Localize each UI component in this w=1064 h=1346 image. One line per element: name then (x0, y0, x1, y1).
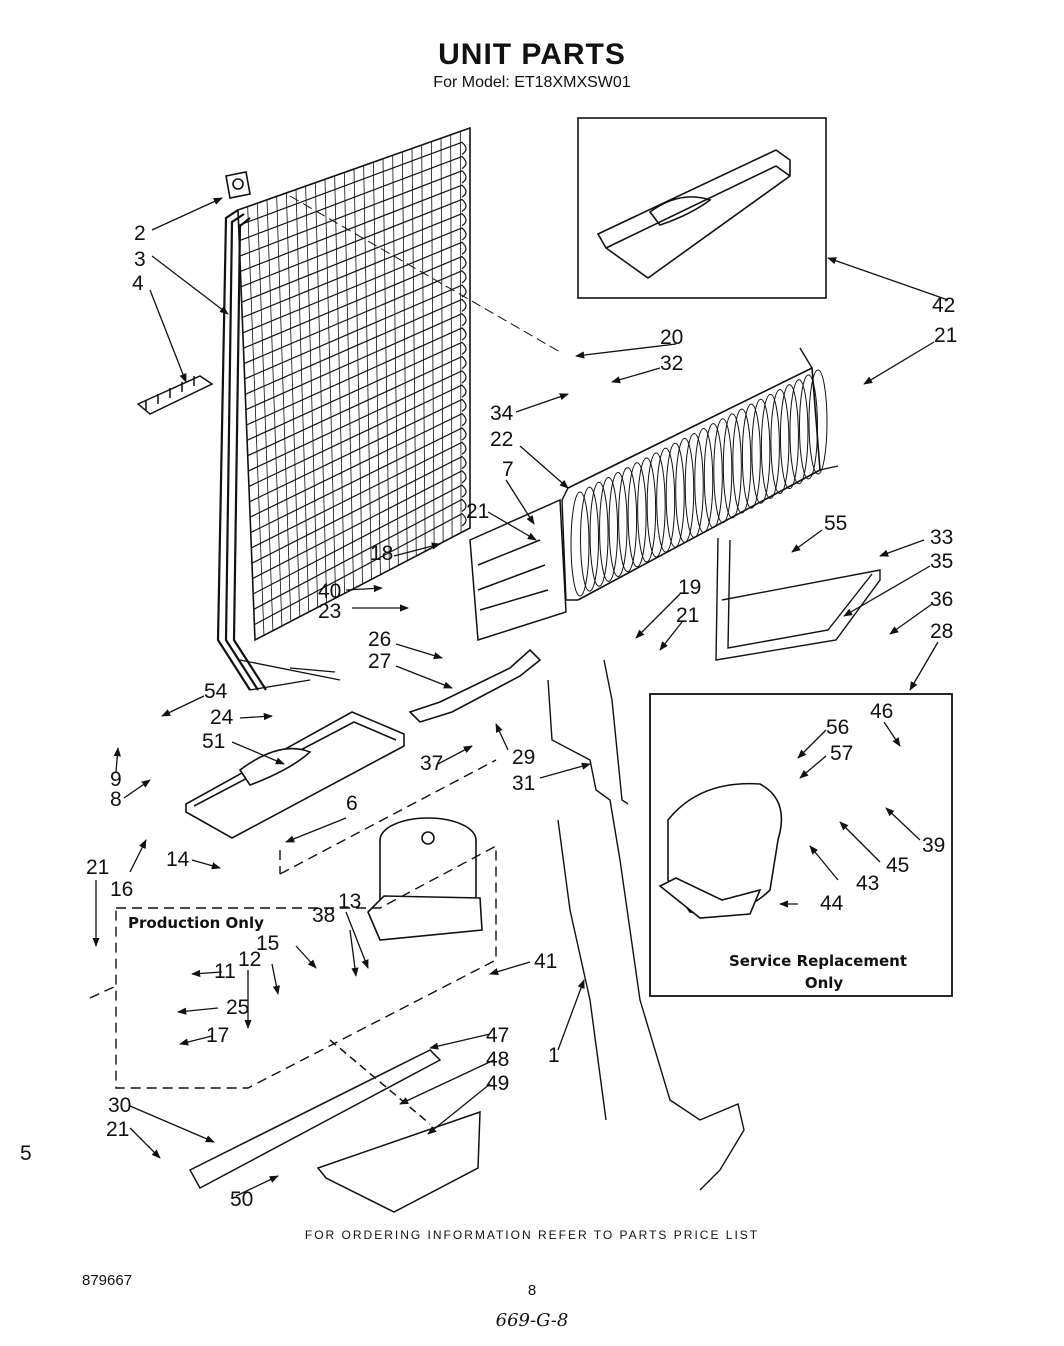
mounting-bracket (469, 498, 567, 642)
callout-39: 39 (922, 834, 945, 857)
callout-1: 1 (548, 1044, 560, 1067)
callout-23: 23 (318, 600, 341, 623)
callout-7: 7 (502, 458, 514, 481)
page-number: 8 (527, 1282, 537, 1299)
callout-14: 14 (166, 848, 190, 871)
callout-18: 18 (370, 542, 393, 565)
callout-33: 33 (930, 526, 953, 549)
callout-21: 21 (106, 1118, 129, 1141)
callout-24: 24 (210, 706, 234, 729)
callout-30: 30 (108, 1094, 131, 1117)
drier-filter (408, 648, 542, 723)
base-rails (188, 1039, 481, 1213)
callout-3: 3 (134, 248, 146, 271)
callout-17: 17 (206, 1024, 229, 1047)
callout-15: 15 (256, 932, 279, 955)
callout-5: 5 (20, 1142, 32, 1165)
callout-31: 31 (512, 772, 535, 795)
callout-26: 26 (368, 628, 391, 651)
callout-numbers: 2344221203234227211840235533353628192126… (20, 222, 957, 1211)
tube-clip-part (225, 171, 251, 199)
condenser-coil (216, 126, 471, 691)
callout-11: 11 (214, 960, 236, 983)
callout-34: 34 (490, 402, 514, 425)
callout-21: 21 (676, 604, 699, 627)
callout-27: 27 (368, 650, 391, 673)
callout-8: 8 (110, 788, 122, 811)
callout-12: 12 (238, 948, 261, 971)
service-replacement-label-only: Only (805, 974, 844, 992)
callout-48: 48 (486, 1048, 509, 1071)
callout-21: 21 (934, 324, 957, 347)
callout-28: 28 (930, 620, 953, 643)
callout-51: 51 (202, 730, 225, 753)
callout-6: 6 (346, 792, 358, 815)
document-code: 879667 (82, 1272, 133, 1289)
callout-36: 36 (930, 588, 953, 611)
callout-22: 22 (490, 428, 513, 451)
leader-lines (92, 197, 949, 1197)
callout-46: 46 (870, 700, 893, 723)
callout-43: 43 (856, 872, 879, 895)
service-replacement-label: Service Replacement (729, 952, 907, 970)
model-number: For Model: ET18XMXSW01 (433, 74, 631, 91)
callout-44: 44 (820, 892, 844, 915)
callout-50: 50 (230, 1188, 253, 1211)
production-only-label: Production Only (128, 914, 264, 932)
compressor (367, 817, 483, 941)
callout-41: 41 (534, 950, 557, 973)
defrost-heater-wire (715, 537, 881, 661)
callout-55: 55 (824, 512, 847, 535)
defrost-drain-pan (185, 711, 405, 839)
ordering-info: FOR ORDERING INFORMATION REFER TO PARTS … (304, 1228, 760, 1242)
callout-16: 16 (110, 878, 133, 901)
callout-35: 35 (930, 550, 953, 573)
callout-29: 29 (512, 746, 535, 769)
evaporator-coil (561, 347, 839, 601)
compressor-service-unit (658, 782, 783, 919)
callout-21: 21 (466, 500, 489, 523)
handwritten-code: 669-G-8 (495, 1310, 569, 1331)
callout-13: 13 (338, 890, 361, 913)
callout-4: 4 (132, 272, 144, 295)
callout-32: 32 (660, 352, 683, 375)
callout-37: 37 (420, 752, 443, 775)
callout-21: 21 (86, 856, 109, 879)
callout-25: 25 (226, 996, 249, 1019)
tube-clip-rack (136, 375, 214, 415)
callout-45: 45 (886, 854, 909, 877)
production-only-box (89, 759, 497, 1089)
capillary-tubes (547, 659, 745, 1191)
callout-2: 2 (134, 222, 146, 245)
callout-9: 9 (110, 768, 122, 791)
callout-56: 56 (826, 716, 849, 739)
callout-57: 57 (830, 742, 853, 765)
callout-49: 49 (486, 1072, 509, 1095)
callout-40: 40 (318, 580, 341, 603)
callout-38: 38 (312, 904, 335, 927)
drain-pan-inset (577, 117, 827, 299)
callout-47: 47 (486, 1024, 509, 1047)
callout-20: 20 (660, 326, 683, 349)
callout-19: 19 (678, 576, 701, 599)
callout-42: 42 (932, 294, 955, 317)
page-title: UNIT PARTS (438, 38, 626, 71)
service-replacement-box (649, 693, 953, 997)
callout-54: 54 (204, 680, 228, 703)
